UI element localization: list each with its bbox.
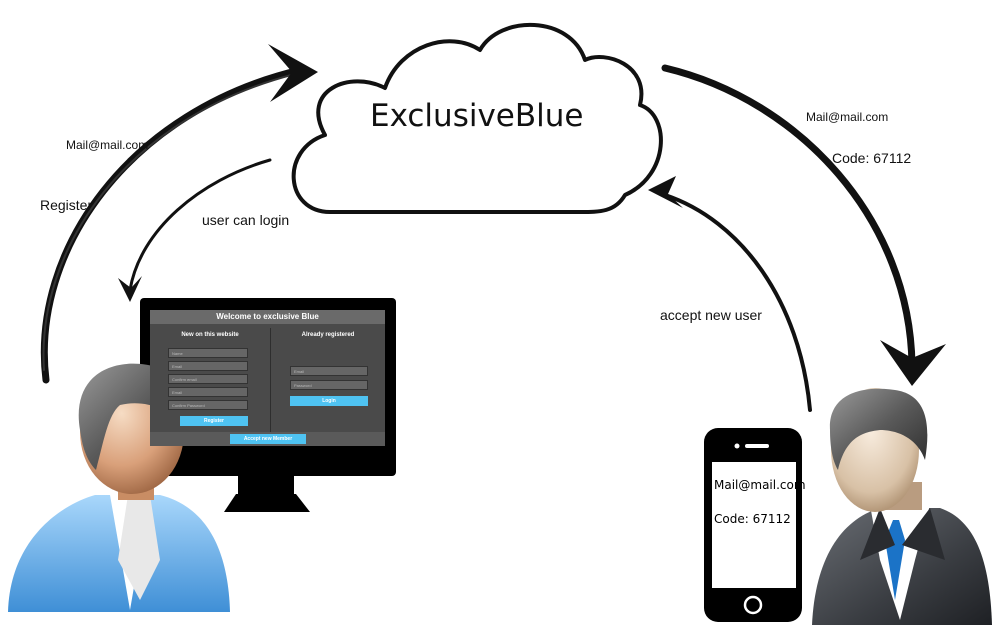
phone-screen (712, 462, 796, 588)
register-email-label: Mail@mail.com (66, 138, 149, 152)
register-arrow (40, 66, 304, 384)
cloud-shape (291, 22, 663, 214)
user-person-icon (8, 363, 230, 612)
monitor-screen: Welcome to exclusive Blue New on this we… (150, 310, 385, 446)
register-button[interactable]: Register (180, 416, 248, 426)
phone-email-text: Mail@mail.com (714, 478, 806, 492)
admin-person-icon (812, 388, 992, 625)
user-can-login-label: user can login (202, 212, 290, 228)
confirm-email-field[interactable]: Confirm email (168, 374, 248, 384)
notify-code-label: Code: 67112 (832, 150, 912, 166)
register-label: Register (40, 197, 93, 213)
phone-camera (734, 443, 740, 449)
new-user-title: New on this website (181, 332, 239, 338)
login-email-field[interactable]: Email (290, 366, 368, 376)
monitor-stand (224, 494, 310, 512)
notify-arrow (661, 64, 916, 369)
login-password-field[interactable]: Password (290, 380, 368, 390)
password-field[interactable]: Email (168, 387, 248, 397)
phone-code-text: Code: 67112 (714, 512, 791, 526)
email-field[interactable]: Email (168, 361, 248, 371)
accept-member-button[interactable]: Accept new Member (230, 434, 306, 444)
accept-arrow (663, 193, 812, 412)
login-button[interactable]: Login (290, 396, 368, 406)
screen-header: Welcome to exclusive Blue (150, 310, 385, 324)
login-arrow-head (118, 276, 142, 302)
accept-new-user-label: accept new user (660, 307, 762, 323)
screen-divider (270, 328, 271, 432)
notify-email-label: Mail@mail.com (806, 110, 889, 124)
monitor-neck (238, 476, 294, 496)
phone-speaker (745, 444, 769, 448)
registered-title: Already registered (301, 332, 355, 338)
login-arrow (128, 158, 272, 292)
name-field[interactable]: Name (168, 348, 248, 358)
register-arrow-head (268, 44, 318, 102)
cloud-title: ExclusiveBlue (370, 98, 584, 134)
notify-arrow-head (880, 340, 946, 386)
accept-arrow-head (648, 176, 683, 208)
confirm-password-field[interactable]: Confirm Password (168, 400, 248, 410)
phone-home-button (743, 595, 763, 615)
